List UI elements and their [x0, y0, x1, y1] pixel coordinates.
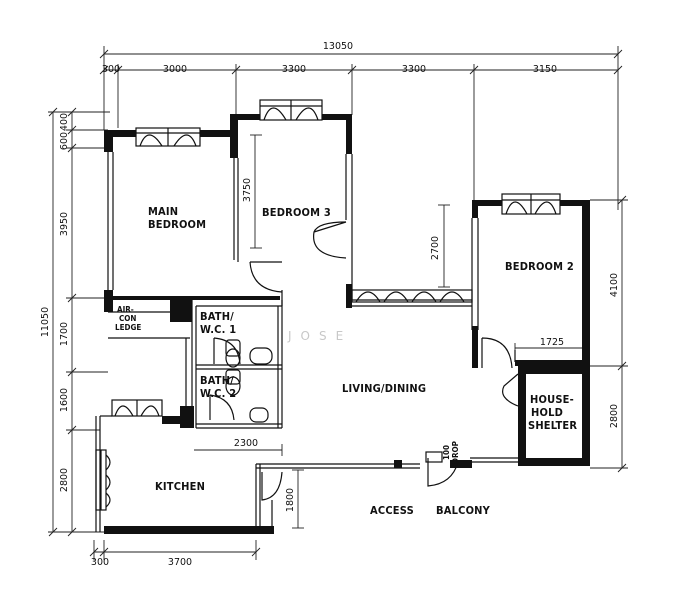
dim-left-seg-3: 3950 [59, 212, 70, 236]
room-labels: MAIN BEDROOM BEDROOM 3 BEDROOM 2 AIR- CO… [115, 205, 577, 517]
label-shelter-2: HOLD [531, 406, 563, 419]
dim-top-seg-4: 3300 [402, 64, 426, 75]
label-bath1-1: BATH/ [200, 310, 234, 323]
dim-ledge-width: 1725 [540, 337, 564, 348]
left-dimensions: 11050 400 600 3950 1700 1600 2800 [40, 107, 110, 537]
fixtures [225, 339, 273, 423]
dim-top-seg-5: 3150 [533, 64, 557, 75]
label-main-bedroom-1: MAIN [148, 205, 178, 218]
dim-right-lower: 2800 [609, 404, 620, 428]
label-shelter-3: SHELTER [528, 419, 577, 432]
dim-kitchen-strip: 1800 [285, 488, 296, 512]
dim-left-seg-6: 2800 [59, 468, 70, 492]
dim-bedroom3-height: 3750 [242, 178, 253, 202]
dim-left-seg-1: 400 [59, 113, 70, 131]
label-shelter-1: HOUSE- [530, 393, 574, 406]
dim-bottom-seg-2: 3700 [168, 557, 192, 568]
bottom-dimensions: 300 3700 [89, 540, 261, 568]
label-drop-1: 100 [442, 445, 451, 460]
watermark: JOSE [287, 329, 352, 343]
walls [95, 114, 590, 534]
label-drop-2: DROP [451, 441, 460, 464]
top-dimensions: 13050 300 3000 3300 3300 3150 [99, 41, 623, 210]
label-access: ACCESS [370, 504, 414, 517]
label-bath1-2: W.C. 1 [200, 323, 236, 336]
dim-left-seg-5: 1600 [59, 388, 70, 412]
windows [95, 99, 561, 511]
doors [209, 221, 519, 501]
label-bath2-1: BATH/ [200, 374, 234, 387]
dim-bottom-seg-1: 300 [91, 557, 109, 568]
dim-right-upper: 4100 [609, 273, 620, 297]
label-aircon-3: LEDGE [115, 323, 141, 332]
dim-bedroom2-offset: 2700 [430, 236, 441, 260]
label-bath2-2: W.C. 2 [200, 387, 236, 400]
dim-bath-width: 2300 [234, 438, 258, 449]
label-aircon-2: CON [119, 314, 136, 323]
label-main-bedroom-2: BEDROOM [148, 218, 206, 231]
label-bedroom-3: BEDROOM 3 [262, 206, 331, 219]
label-aircon-1: AIR- [117, 305, 134, 314]
label-balcony: BALCONY [436, 504, 491, 517]
dim-top-seg-3: 3300 [282, 64, 306, 75]
dim-left-overall: 11050 [40, 307, 51, 337]
dim-left-seg-4: 1700 [59, 322, 70, 346]
dim-overall-width: 13050 [323, 41, 353, 52]
right-dimensions: 4100 2800 [590, 195, 628, 473]
label-bedroom-2: BEDROOM 2 [505, 260, 574, 273]
dim-left-seg-2: 600 [59, 132, 70, 150]
label-kitchen: KITCHEN [155, 480, 205, 493]
dim-top-seg-1: 300 [102, 64, 120, 75]
label-living-dining: LIVING/DINING [342, 382, 426, 395]
dim-top-seg-2: 3000 [163, 64, 187, 75]
